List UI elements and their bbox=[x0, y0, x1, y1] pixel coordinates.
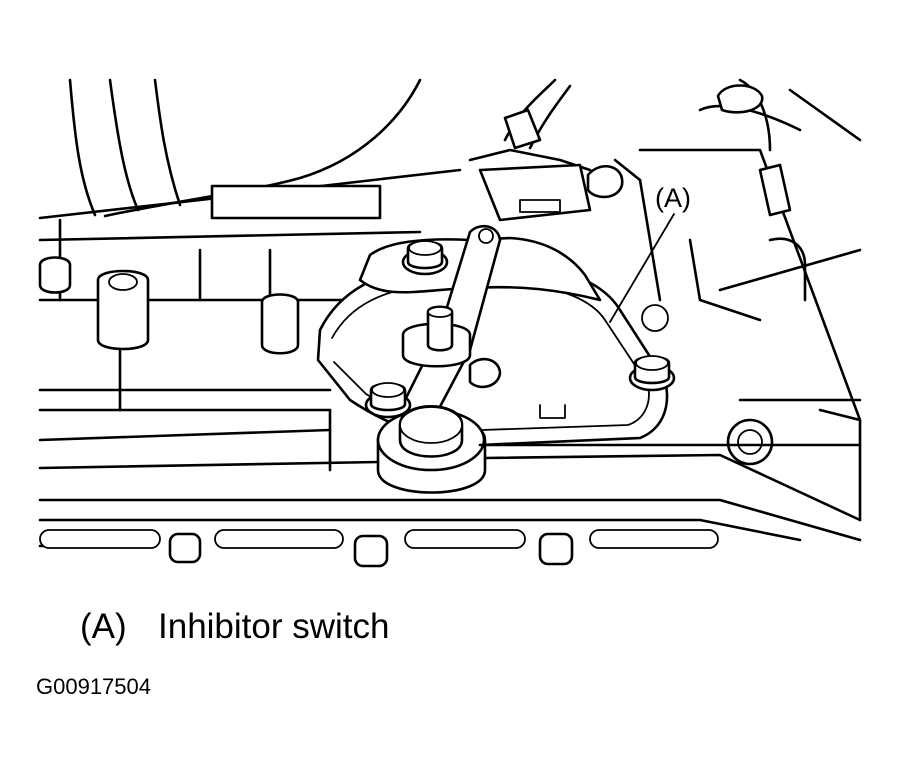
pan-bolt-2 bbox=[353, 534, 389, 568]
bolt-right bbox=[628, 355, 676, 392]
callout-leader bbox=[609, 213, 675, 323]
manual-shaft bbox=[376, 405, 487, 494]
pan-bolt-1 bbox=[168, 532, 202, 564]
lower-case bbox=[38, 408, 862, 568]
selector-lever bbox=[393, 224, 502, 437]
left-frame bbox=[38, 248, 462, 442]
stud-left-1 bbox=[96, 269, 150, 351]
wire-harness bbox=[468, 78, 592, 222]
bolt-top bbox=[401, 240, 449, 276]
bolt-left bbox=[364, 382, 412, 419]
legend-text: Inhibitor switch bbox=[158, 607, 390, 646]
figure-code: G00917504 bbox=[36, 674, 151, 699]
callout-a: (A) bbox=[609, 183, 691, 323]
mounting-bolts bbox=[364, 240, 676, 419]
legend-key: (A) bbox=[80, 607, 127, 646]
right-housing bbox=[586, 78, 862, 522]
stud-left-2 bbox=[260, 293, 300, 355]
callout-label: (A) bbox=[655, 183, 691, 213]
pan-bolt-3 bbox=[538, 532, 574, 566]
legend: (A) Inhibitor switch bbox=[80, 607, 389, 647]
label-plate bbox=[210, 184, 382, 220]
